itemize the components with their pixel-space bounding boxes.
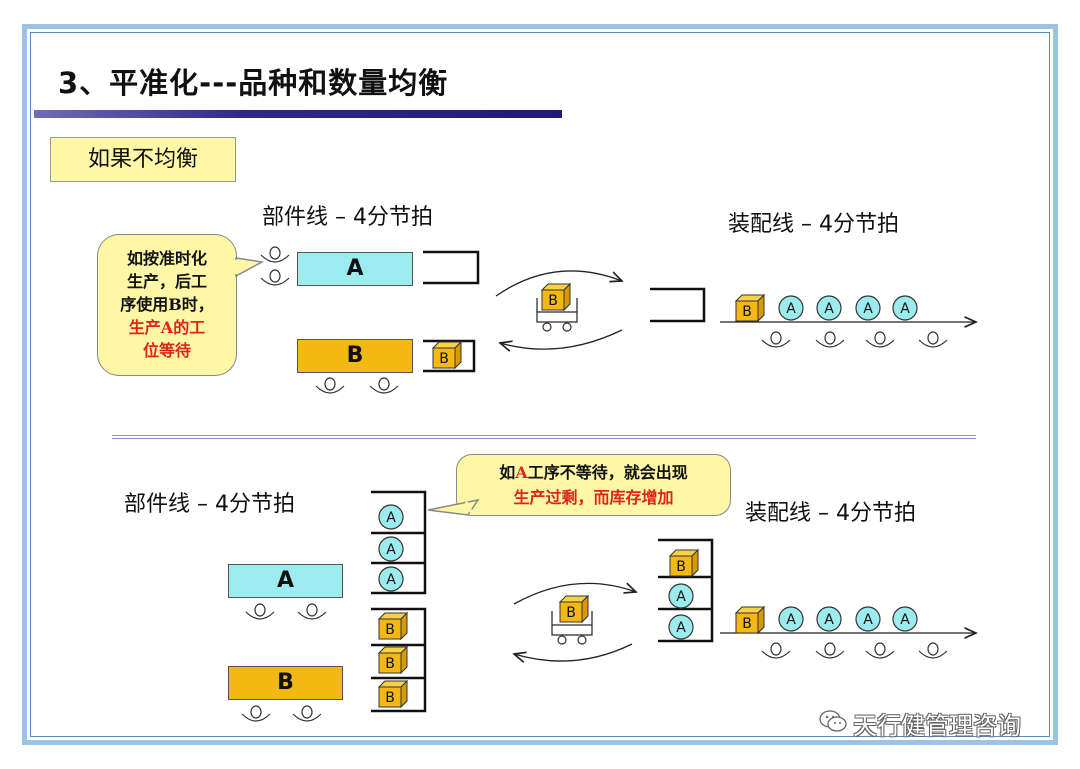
bottom-asm-roller-1	[761, 642, 791, 659]
watermark-text: 天行健管理咨询	[853, 712, 1021, 740]
bottom-assembly-item-2: A	[778, 606, 804, 632]
top-asm-roller-2	[815, 331, 845, 348]
top-roller-a2	[260, 269, 290, 286]
top-arc-to-assembly	[495, 270, 622, 297]
top-station-a: A	[297, 252, 413, 286]
top-assembly-item-2: A	[778, 295, 804, 321]
top-callout-bubble: 如按准时化 生产，后工 序使用B时， 生产A的工 位等待	[97, 234, 237, 376]
bottom-callout-line2: 生产过剩，而库存增加	[513, 488, 674, 507]
bottom-assembly-item-1-label: B	[742, 616, 752, 632]
bottom-transfer-item-2-label: A	[676, 589, 686, 605]
bottom-station-a: A	[228, 564, 343, 598]
bottom-stock-b-2-label: B	[385, 656, 395, 672]
bottom-asm-roller-3	[865, 642, 895, 659]
bottom-assembly-item-3-label: A	[824, 612, 834, 628]
slide-frame-outer	[22, 24, 1058, 745]
top-roller-a1	[260, 246, 290, 263]
top-callout-line4: 生产A的工	[128, 318, 206, 337]
condition-badge: 如果不均衡	[50, 137, 236, 182]
bottom-stock-b-1-label: B	[385, 622, 395, 638]
bottom-stock-a-1-label: A	[386, 510, 396, 526]
bottom-assembly-item-3: A	[816, 606, 842, 632]
top-cart-box: B	[541, 283, 571, 311]
top-assembly-item-5: A	[892, 295, 918, 321]
title-underline-bar	[34, 110, 562, 118]
top-assembly-item-5-label: A	[900, 301, 910, 317]
top-parts-line-label: 部件线 – 4分节拍	[262, 205, 433, 230]
slide-title: 3、平准化---品种和数量均衡	[58, 66, 449, 100]
bottom-stock-b-3: B	[378, 680, 408, 708]
bottom-stock-rack-a	[371, 490, 427, 595]
top-asm-roller-4	[918, 331, 948, 348]
top-assembly-item-2-label: A	[786, 301, 796, 317]
bottom-assembly-line-label: 装配线 – 4分节拍	[745, 501, 916, 526]
top-asm-roller-3	[865, 331, 895, 348]
bottom-assembly-item-5-label: A	[900, 612, 910, 628]
top-assembly-buffer-empty	[650, 287, 706, 323]
bottom-callout-line1: 如A工序不等待，就会出现	[499, 463, 688, 482]
top-assembly-item-4-label: A	[863, 301, 873, 317]
top-assembly-item-1-label: B	[742, 304, 752, 320]
top-callout-line3: 序使用B时，	[120, 295, 214, 314]
bottom-stock-a-3: A	[378, 566, 404, 592]
bottom-roller-b2	[292, 705, 322, 722]
top-asm-roller-1	[761, 331, 791, 348]
bottom-assembly-item-4-label: A	[863, 612, 873, 628]
top-arc-return	[500, 329, 623, 349]
bottom-transfer-item-1: B	[669, 549, 699, 577]
bottom-parts-line-label: 部件线 – 4分节拍	[124, 492, 295, 517]
bottom-stock-a-2: A	[378, 536, 404, 562]
bottom-transfer-item-3-label: A	[676, 620, 686, 636]
bottom-transfer-item-1-label: B	[676, 559, 686, 575]
bottom-stock-rack-b	[371, 607, 427, 713]
wechat-icon	[819, 710, 847, 732]
section-divider	[112, 435, 976, 439]
bottom-assembly-item-4: A	[855, 606, 881, 632]
bottom-stock-b-3-label: B	[385, 690, 395, 706]
bottom-stock-b-2: B	[378, 646, 408, 674]
bottom-callout-bubble: 如A工序不等待，就会出现 生产过剩，而库存增加	[456, 454, 731, 516]
bottom-assembly-item-1: B	[735, 606, 765, 634]
top-assembly-item-4: A	[855, 295, 881, 321]
bottom-stock-a-2-label: A	[386, 542, 396, 558]
bottom-assembly-item-2-label: A	[786, 612, 796, 628]
bottom-transfer-rack	[658, 538, 714, 643]
top-buffer-b-box: B	[432, 341, 462, 369]
bottom-transfer-item-3: A	[668, 614, 694, 640]
top-assembly-item-3: A	[816, 295, 842, 321]
top-callout-tail	[235, 257, 265, 278]
top-roller-b2	[369, 377, 399, 394]
bottom-asm-roller-4	[918, 642, 948, 659]
top-cart-box-label: B	[548, 293, 558, 309]
bottom-transfer-item-2: A	[668, 583, 694, 609]
top-callout-line1: 如按准时化	[126, 249, 207, 268]
bottom-station-b: B	[228, 666, 343, 700]
bottom-roller-a1	[245, 603, 275, 620]
bottom-stock-a-1: A	[378, 504, 404, 530]
bottom-roller-a2	[297, 603, 327, 620]
top-assembly-item-3-label: A	[824, 301, 834, 317]
top-roller-b1	[315, 377, 345, 394]
bottom-arc-to-assembly	[513, 583, 636, 605]
top-station-b: B	[297, 339, 413, 373]
bottom-cart-box-label: B	[566, 605, 576, 621]
slide-frame-inner	[30, 32, 1050, 737]
bottom-roller-b1	[241, 705, 271, 722]
bottom-stock-b-1: B	[378, 612, 408, 640]
top-buffer-b	[423, 339, 476, 373]
bottom-assembly-item-5: A	[892, 606, 918, 632]
top-callout-line5: 位等待	[142, 341, 191, 360]
top-buffer-a-empty	[423, 250, 480, 285]
bottom-cart-box: B	[559, 595, 589, 623]
top-assembly-item-1: B	[735, 294, 765, 322]
bottom-stock-a-3-label: A	[386, 572, 396, 588]
top-callout-line2: 生产，后工	[126, 272, 207, 291]
bottom-asm-roller-2	[815, 642, 845, 659]
top-assembly-line-label: 装配线 – 4分节拍	[728, 212, 899, 237]
top-buffer-b-box-label: B	[439, 351, 449, 367]
bottom-arc-return	[514, 643, 633, 661]
